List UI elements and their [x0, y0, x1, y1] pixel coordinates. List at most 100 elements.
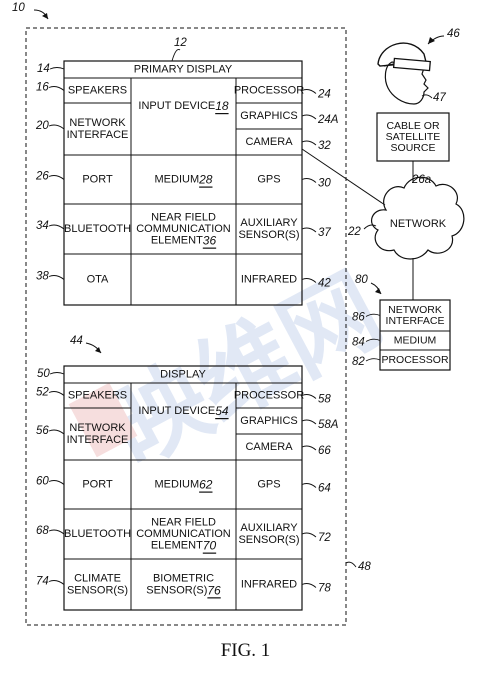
network-cloud	[370, 176, 465, 260]
source-ref: 26a	[411, 174, 431, 186]
face-ref-leader	[421, 94, 433, 99]
secondary-bluetooth-ref: 68	[36, 525, 49, 537]
secondary-port-label: PORT	[82, 479, 113, 491]
server-ref: 80	[355, 274, 368, 286]
primary-ota-leader	[48, 275, 65, 280]
server-medium-ref: 84	[352, 337, 365, 349]
server-network-interface-leader	[365, 313, 381, 317]
secondary-display-label: DISPLAY	[160, 369, 206, 381]
primary-gps-leader	[301, 178, 317, 183]
primary-camera-ref: 32	[318, 140, 331, 152]
primary-aux-sensor-leader	[301, 227, 317, 233]
primary-network-interface-leader	[48, 124, 65, 130]
secondary-graphics-ref: 58A	[318, 419, 339, 431]
primary-aux-sensor-ref: 37	[318, 227, 331, 239]
server-processor-label: PROCESSOR	[381, 354, 449, 366]
secondary-camera-label: CAMERA	[245, 441, 293, 453]
server-box	[379, 299, 451, 371]
secondary-outer	[63, 365, 303, 611]
secondary-processor-label: PROCESSOR	[234, 390, 304, 402]
primary-infrared-leader	[301, 278, 317, 283]
secondary-aux-sensor-ref: 72	[318, 532, 331, 544]
figure-caption: FIG. 1	[220, 640, 271, 661]
secondary-infrared-ref: 78	[318, 583, 331, 595]
secondary-medium-label: MEDIUM62	[155, 478, 213, 492]
secondary-infrared-leader	[301, 583, 317, 588]
primary-graphics-ref: 24A	[317, 114, 339, 126]
network-label: NETWORK	[390, 218, 447, 230]
primary-display-label: PRIMARY DISPLAY	[134, 64, 233, 76]
secondary-climate-sensor-leader	[48, 580, 65, 585]
headset-strap	[383, 63, 395, 67]
primary-processor-label: PROCESSOR	[234, 85, 304, 97]
secondary-display-ref: 50	[37, 368, 50, 380]
primary-display-ref: 14	[37, 63, 50, 75]
primary-speakers-label: SPEAKERS	[68, 85, 127, 97]
server-medium-label: MEDIUM	[394, 335, 437, 347]
server-medium-leader	[365, 338, 381, 342]
network-ref: 22	[347, 226, 361, 238]
secondary-bluetooth-leader	[48, 529, 65, 535]
secondary-climate-sensor-ref: 74	[36, 576, 49, 588]
dashed-enclosure	[25, 27, 347, 626]
ref-system-arrowhead	[42, 13, 48, 19]
primary-input-device-label: INPUT DEVICE18	[138, 99, 228, 113]
primary-network-interface-ref: 20	[35, 120, 49, 132]
secondary-input-device-label: INPUT DEVICE54	[138, 404, 228, 418]
source-box	[376, 112, 450, 162]
secondary-speakers-ref: 52	[36, 387, 49, 399]
head-outline	[384, 61, 429, 105]
secondary-processor-ref: 58	[318, 394, 331, 406]
primary-port-ref: 26	[35, 171, 49, 183]
primary-bluetooth-label: BLUETOOTH	[64, 223, 131, 235]
secondary-infrared-label: INFRARED	[241, 579, 297, 591]
primary-speakers-leader	[48, 86, 65, 91]
primary-ref-leader	[171, 49, 181, 62]
headset-ref: 46	[447, 28, 460, 40]
ref-dashed: 48	[358, 561, 371, 573]
ref-system: 10	[12, 2, 25, 14]
watermark: 映维网	[68, 253, 398, 487]
secondary-gps-ref: 64	[318, 483, 331, 495]
secondary-port-leader	[48, 480, 65, 485]
primary-speakers-ref: 16	[36, 82, 49, 94]
secondary-aux-sensor-leader	[301, 532, 317, 538]
secondary-graphics-label: GRAPHICS	[240, 415, 297, 427]
primary-graphics-leader	[301, 114, 317, 120]
primary-port-label: PORT	[82, 174, 113, 186]
primary-medium-label: MEDIUM28	[155, 173, 213, 187]
primary-processor-leader	[301, 89, 317, 94]
primary-camera-label: CAMERA	[245, 136, 293, 148]
secondary-bluetooth-label: BLUETOOTH	[64, 528, 131, 540]
secondary-speakers-label: SPEAKERS	[68, 390, 127, 402]
link-device-network	[301, 148, 386, 206]
secondary-speakers-leader	[48, 391, 65, 396]
primary-ota-ref: 38	[36, 271, 49, 283]
secondary-network-interface-leader	[48, 429, 65, 435]
primary-bluetooth-ref: 34	[36, 220, 49, 232]
primary-infrared-label: INFRARED	[241, 274, 297, 286]
primary-infrared-ref: 42	[318, 278, 331, 290]
primary-outer	[63, 60, 303, 306]
secondary-processor-leader	[301, 394, 317, 399]
primary-processor-ref: 24	[317, 89, 331, 101]
headset-visor	[392, 57, 431, 72]
headset-user	[377, 42, 431, 105]
secondary-display-leader	[49, 372, 65, 375]
primary-camera-leader	[301, 140, 317, 146]
primary-gps-label: GPS	[257, 174, 280, 186]
primary-port-leader	[48, 175, 65, 180]
ref-dashed-leader	[345, 561, 357, 568]
face-ref: 47	[433, 92, 446, 104]
watermark-logo	[68, 382, 138, 458]
